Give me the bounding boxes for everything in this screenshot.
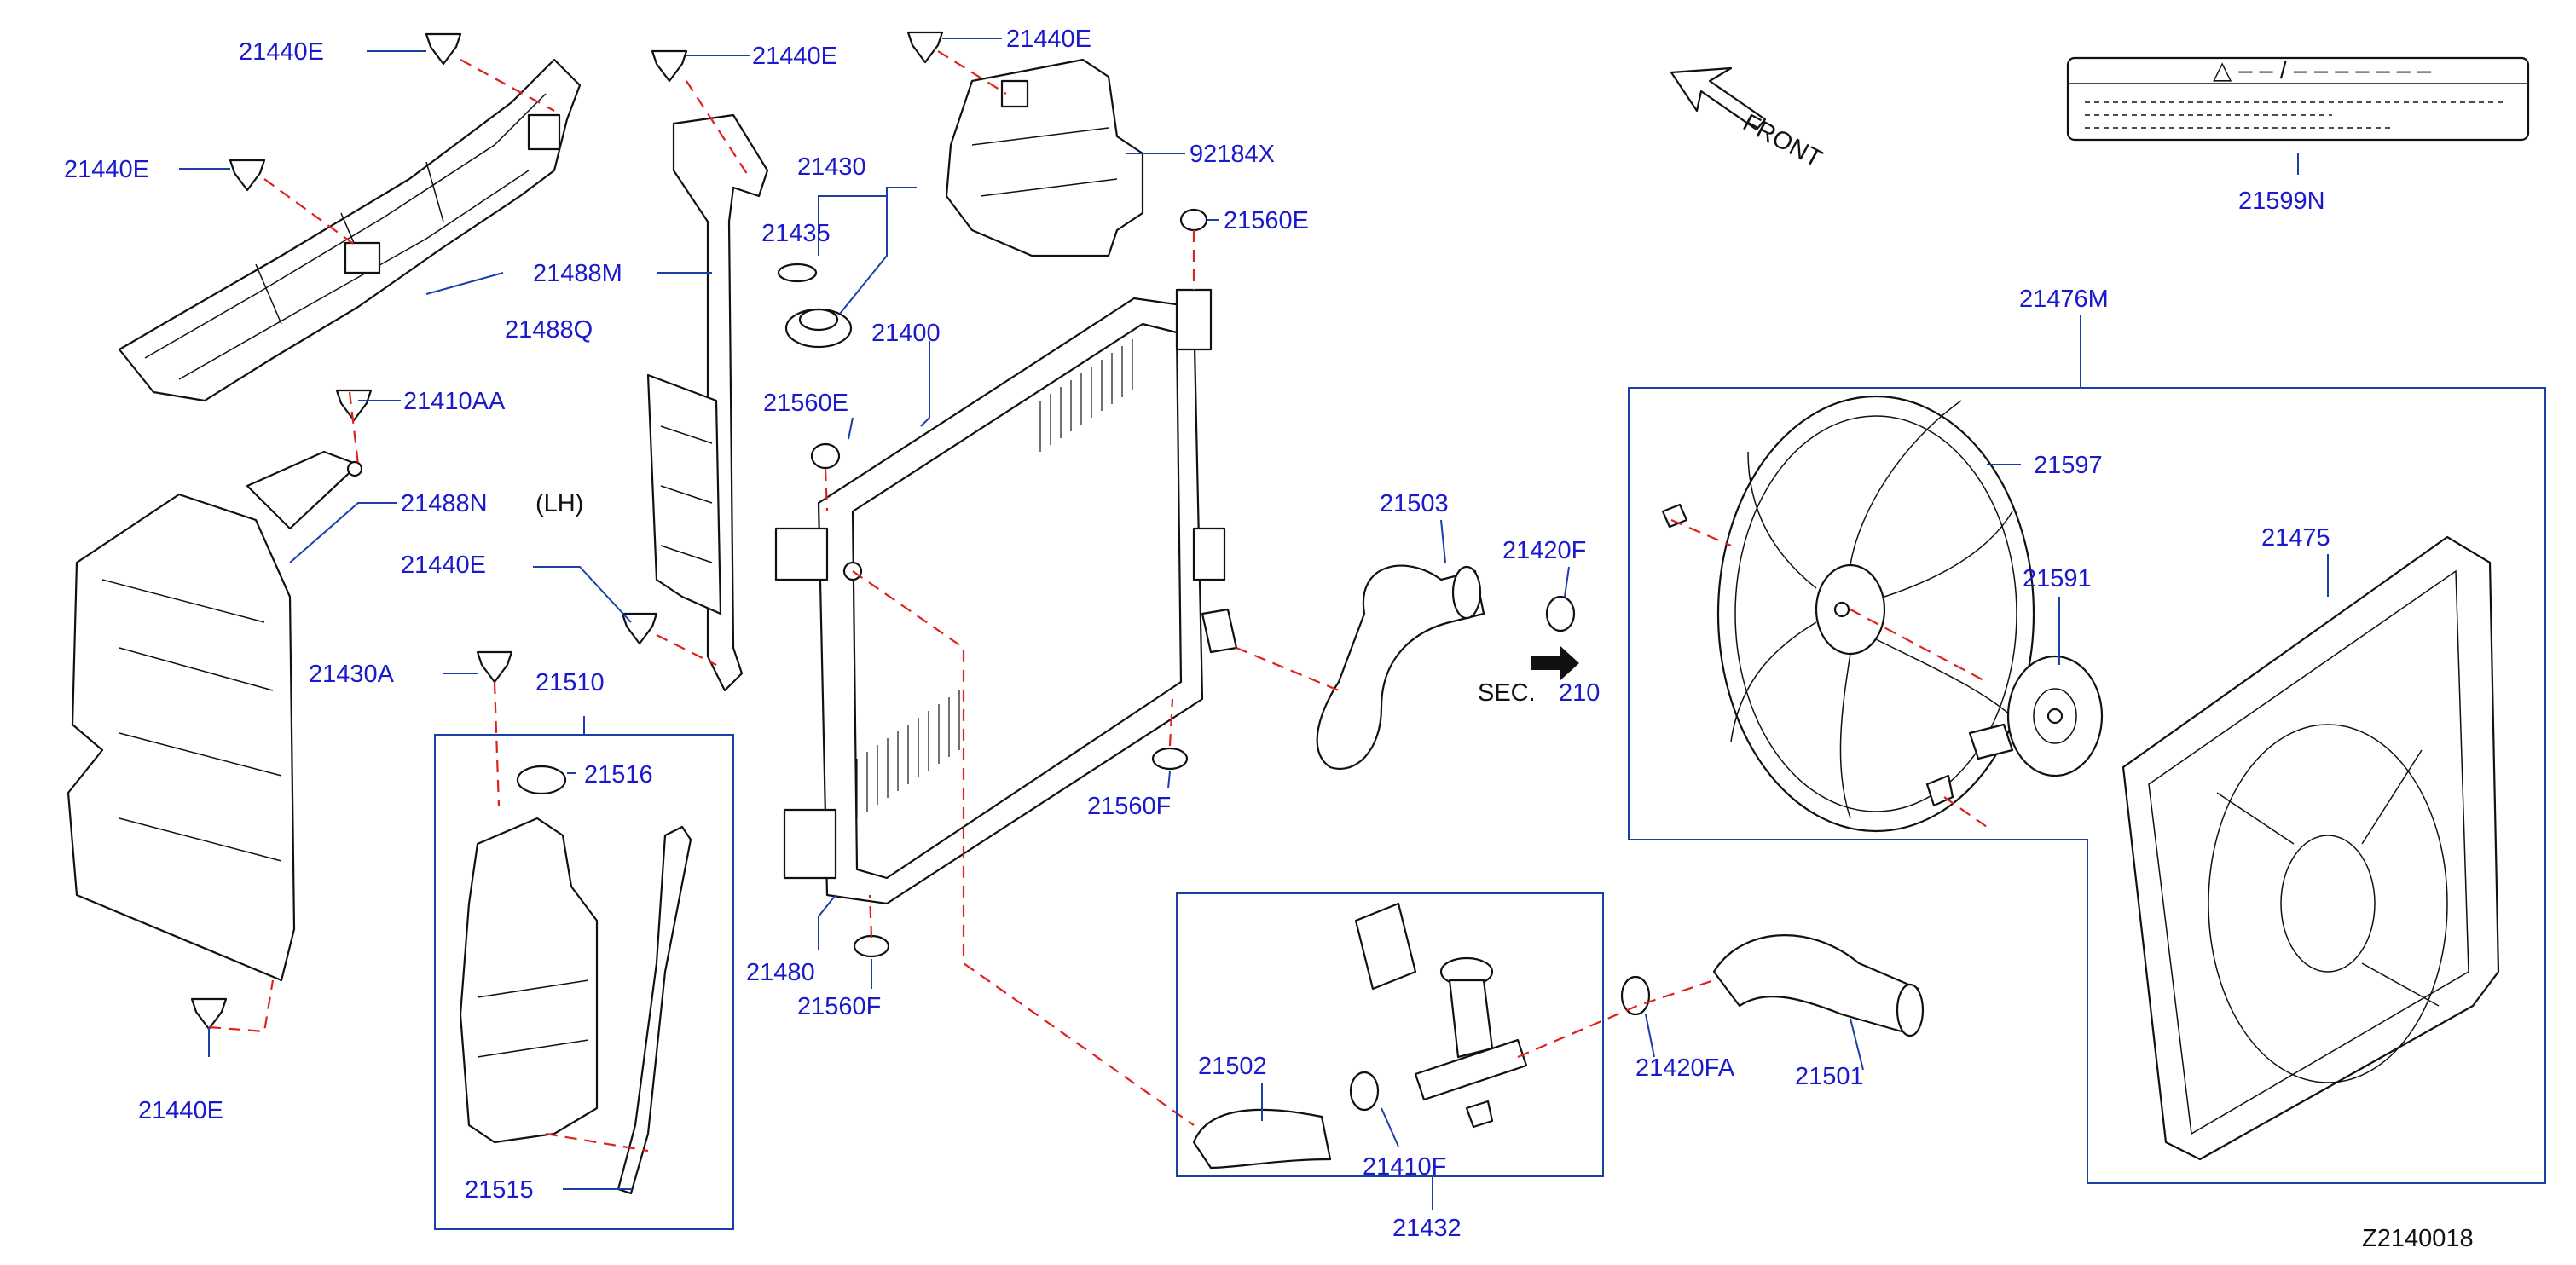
label-21488m: 21488M (533, 260, 622, 287)
radiator-cap-21430 (777, 263, 853, 349)
hose-21502 (1192, 1108, 1332, 1170)
label-21591: 21591 (2023, 565, 2092, 592)
label-21440e-2: 21440E (64, 156, 149, 183)
water-outlet-21432 (1354, 902, 1528, 1101)
part-labels: 21440E 21440E 21440E 21440E 21440E 21440… (64, 26, 2474, 1252)
lower-hose-21501 (1712, 934, 1925, 1037)
fan-shroud-21475 (2122, 535, 2500, 1161)
radiator-core-fins (856, 339, 1133, 818)
label-21510: 21510 (535, 669, 605, 696)
reservoir-tank-21510 (459, 765, 692, 1195)
label-21440e-4: 21440E (1006, 26, 1091, 53)
label-21440e-1: 21440E (239, 38, 324, 66)
leader-lines (179, 38, 2329, 1210)
label-21440e-3: 21440E (752, 43, 837, 70)
radiator-21400 (774, 288, 1238, 905)
diagram-id: Z2140018 (2362, 1225, 2474, 1252)
label-21560f-1: 21560F (1087, 793, 1171, 820)
label-21560e-1: 21560E (1224, 207, 1309, 234)
label-21475: 21475 (2261, 524, 2330, 552)
label-21410aa: 21410AA (403, 388, 506, 415)
label-21560f-2: 21560F (797, 993, 881, 1020)
label-21488q: 21488Q (505, 316, 593, 344)
label-21440e-6: 21440E (138, 1097, 223, 1124)
label-21400: 21400 (871, 320, 941, 347)
label-21597: 21597 (2034, 452, 2103, 479)
label-lh: (LH) (535, 490, 583, 517)
caution-label-21599n: △ – – / – – – – – – – (2066, 56, 2530, 142)
label-21420fa: 21420FA (1635, 1054, 1735, 1082)
label-21560e-2: 21560E (763, 390, 848, 417)
front-arrow (1670, 66, 1767, 131)
label-front: FRONT (1739, 109, 1826, 173)
label-21501: 21501 (1795, 1063, 1864, 1090)
label-21440e-5: 21440E (401, 552, 486, 579)
label-sec-210: 210 (1559, 679, 1600, 707)
label-21480: 21480 (746, 959, 815, 986)
label-21599n: 21599N (2238, 188, 2325, 215)
label-21410f: 21410F (1363, 1153, 1446, 1181)
label-21432: 21432 (1392, 1215, 1462, 1242)
label-21430: 21430 (797, 153, 866, 181)
label-21476m: 21476M (2019, 286, 2109, 313)
label-92184x: 92184X (1190, 141, 1275, 168)
label-21430a: 21430A (309, 661, 395, 688)
caution-label-heading: △ – – / – – – – – – – (2213, 57, 2432, 84)
group-box-21476m (1628, 387, 2546, 1184)
fasteners (190, 31, 1954, 1129)
label-21515: 21515 (465, 1176, 534, 1204)
sec-arrow-icon (1531, 646, 1579, 680)
side-seal-21488m (646, 113, 769, 692)
group-box-21432 (1176, 892, 1604, 1177)
fan-21597 (1716, 395, 2035, 833)
bracket-92184x (945, 58, 1144, 257)
label-21488n: 21488N (401, 490, 488, 517)
label-21435: 21435 (761, 220, 831, 247)
motor-21591 (1968, 655, 2104, 777)
label-21503: 21503 (1380, 490, 1449, 517)
label-21516: 21516 (584, 761, 653, 788)
upper-air-guide-21488q (118, 58, 582, 402)
label-21420f: 21420F (1502, 537, 1586, 564)
assembly-lines (208, 50, 1988, 1152)
label-sec: SEC. (1478, 679, 1536, 707)
upper-hose-21503 (1316, 564, 1485, 770)
label-21502: 21502 (1198, 1053, 1267, 1080)
side-air-guide-21488n (67, 450, 363, 982)
